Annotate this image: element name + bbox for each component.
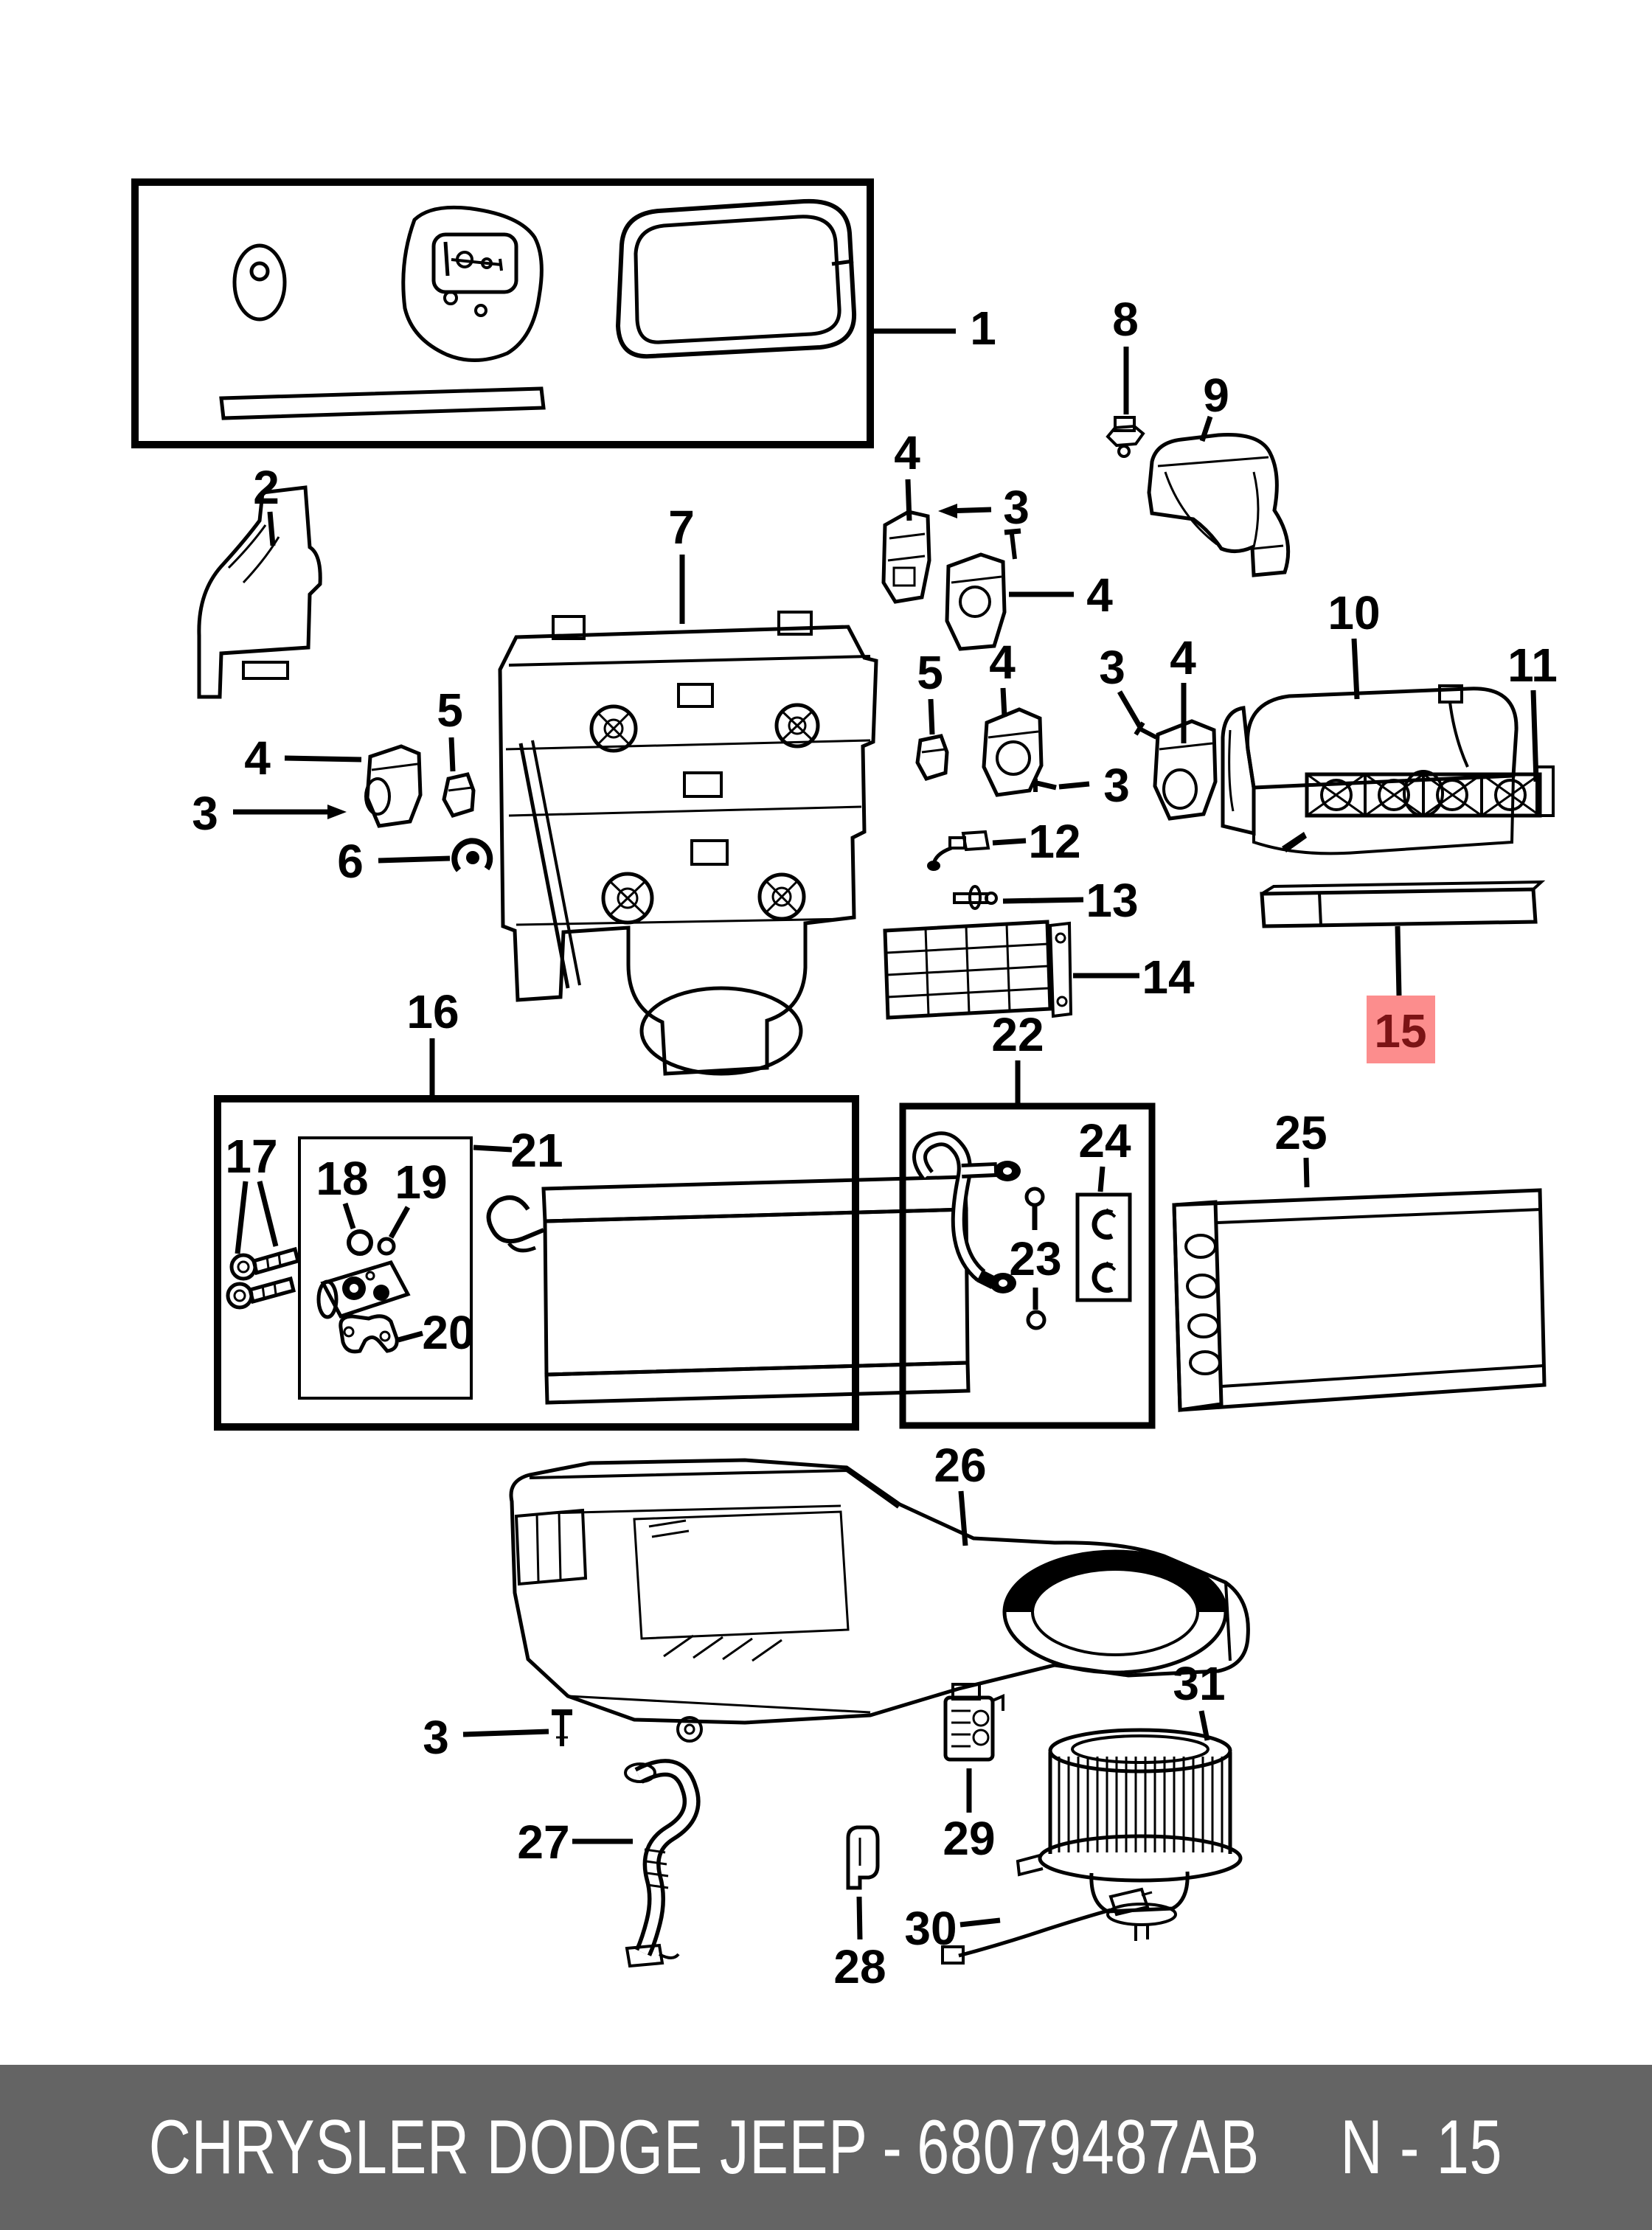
callout-26[interactable]: 26 — [934, 1439, 986, 1492]
callout-4-d[interactable]: 4 — [989, 636, 1016, 689]
callout-17[interactable]: 17 — [225, 1130, 277, 1183]
callout-7[interactable]: 7 — [668, 501, 695, 554]
callout-5-b[interactable]: 5 — [437, 684, 463, 737]
callout-22[interactable]: 22 — [991, 1008, 1044, 1061]
part-30-wiring — [941, 1887, 1153, 1965]
screw — [552, 1709, 572, 1746]
callout-28[interactable]: 28 — [833, 1940, 886, 1993]
callout-13[interactable]: 13 — [1086, 874, 1138, 927]
blend-door-wheel — [589, 704, 638, 753]
part-7-upper-housing — [498, 611, 878, 1076]
part-5-actuator — [442, 772, 476, 818]
callout-12[interactable]: 12 — [1028, 815, 1080, 868]
part-1-seal-kit-box — [131, 178, 874, 448]
callout-3-c[interactable]: 3 — [1103, 759, 1130, 812]
part-6-grommet — [451, 838, 493, 872]
callout-4-b[interactable]: 4 — [1086, 569, 1113, 622]
callout-18[interactable]: 18 — [316, 1152, 368, 1205]
screw — [1033, 779, 1057, 792]
part-12-probe — [927, 830, 990, 871]
footer-brand: CHRYSLER DODGE JEEP — [149, 2104, 869, 2190]
footer-bar: CHRYSLER DODGE JEEP - 68079487AB N - 15 — [0, 2065, 1652, 2230]
callout-1[interactable]: 1 — [970, 302, 996, 355]
part-18-o-ring — [347, 1229, 373, 1256]
footer-separator: - — [882, 2104, 903, 2190]
callout-3-a[interactable]: 3 — [1003, 481, 1030, 534]
part-23-o-ring — [1026, 1310, 1047, 1330]
callout-16[interactable]: 16 — [406, 985, 459, 1038]
part-21-evaporator-core — [486, 1175, 971, 1405]
part-5-actuator — [915, 734, 949, 781]
part-26-lower-housing — [509, 1458, 1250, 1743]
part-20-clamp — [339, 1314, 399, 1354]
callout-5-a[interactable]: 5 — [917, 646, 943, 699]
callout-6[interactable]: 6 — [337, 835, 364, 888]
callout-25[interactable]: 25 — [1274, 1106, 1327, 1159]
part-4-actuator — [982, 707, 1044, 797]
blend-door-wheel — [601, 872, 654, 925]
screw — [1004, 528, 1021, 560]
part-21-inner-box — [298, 1136, 473, 1400]
part-25-heater-core — [1172, 1188, 1547, 1412]
callout-15-highlight-box[interactable] — [1367, 996, 1435, 1063]
part-16-evaporator-kit-box — [214, 1095, 971, 1431]
callout-29[interactable]: 29 — [943, 1812, 995, 1865]
part-4-actuator — [945, 552, 1007, 651]
part-15-cabin-filter — [1260, 880, 1546, 928]
expansion-valve — [316, 1260, 411, 1319]
callout-10[interactable]: 10 — [1328, 586, 1380, 639]
footer-text: CHRYSLER DODGE JEEP - 68079487AB N - 15 — [149, 2104, 1502, 2192]
part-31-blower-motor — [1016, 1728, 1243, 1941]
footer-page-ref: N - 15 — [1340, 2104, 1503, 2190]
blend-door-wheel — [757, 872, 806, 921]
part-4-actuator — [364, 744, 423, 828]
callout-21[interactable]: 21 — [510, 1124, 563, 1177]
part-13-valve — [953, 885, 998, 910]
callout-27[interactable]: 27 — [517, 1816, 569, 1869]
part-14-heater-element — [883, 920, 1073, 1020]
callout-30[interactable]: 30 — [904, 1902, 957, 1955]
part-2-duct — [197, 485, 322, 699]
callout-15-highlighted[interactable]: 15 — [1367, 996, 1435, 1063]
part-29-resistor — [943, 1683, 1004, 1762]
callout-24[interactable]: 24 — [1078, 1114, 1131, 1167]
part-17-bolts — [226, 1246, 301, 1310]
callout-19[interactable]: 19 — [395, 1156, 447, 1209]
part-19-o-ring — [377, 1237, 396, 1256]
screw — [1134, 721, 1158, 740]
part-28-bracket — [846, 1825, 880, 1890]
callout-15[interactable]: 15 — [1374, 1004, 1426, 1057]
heater-tube — [912, 1131, 1021, 1293]
leader-lines — [233, 328, 1539, 1940]
callout-23[interactable]: 23 — [1009, 1232, 1061, 1285]
callout-14[interactable]: 14 — [1142, 951, 1195, 1004]
callout-8[interactable]: 8 — [1112, 293, 1139, 346]
callout-labels: 1 2 7 8 9 4 3 4 3 4 5 4 3 10 11 12 13 14… — [192, 293, 1558, 1993]
callout-4-e[interactable]: 4 — [244, 732, 271, 785]
part-22-heater-tube-box — [899, 1102, 1156, 1429]
part-27-drain-hose — [624, 1759, 701, 1968]
part-23-o-ring — [1024, 1187, 1045, 1207]
part-4-actuator — [1153, 719, 1218, 821]
blend-door-wheel — [774, 703, 820, 748]
callout-11[interactable]: 11 — [1507, 639, 1558, 692]
part-10-heater-assembly — [1221, 684, 1555, 855]
footer-part-number: 68079487AB — [917, 2104, 1260, 2190]
callout-4-c[interactable]: 4 — [1170, 631, 1196, 684]
part-4-actuator — [881, 510, 931, 604]
callout-20[interactable]: 20 — [422, 1306, 474, 1359]
callout-4-a[interactable]: 4 — [894, 426, 920, 479]
part-8-sensor — [1106, 416, 1145, 458]
callout-9[interactable]: 9 — [1203, 369, 1229, 422]
part-24-clip-box — [1075, 1192, 1132, 1302]
callout-3-e[interactable]: 3 — [423, 1711, 449, 1764]
callout-2[interactable]: 2 — [253, 461, 280, 514]
callout-3-d[interactable]: 3 — [192, 787, 218, 840]
callout-31[interactable]: 31 — [1173, 1657, 1225, 1710]
part-9-shroud — [1147, 433, 1291, 577]
callout-3-b[interactable]: 3 — [1099, 641, 1125, 694]
